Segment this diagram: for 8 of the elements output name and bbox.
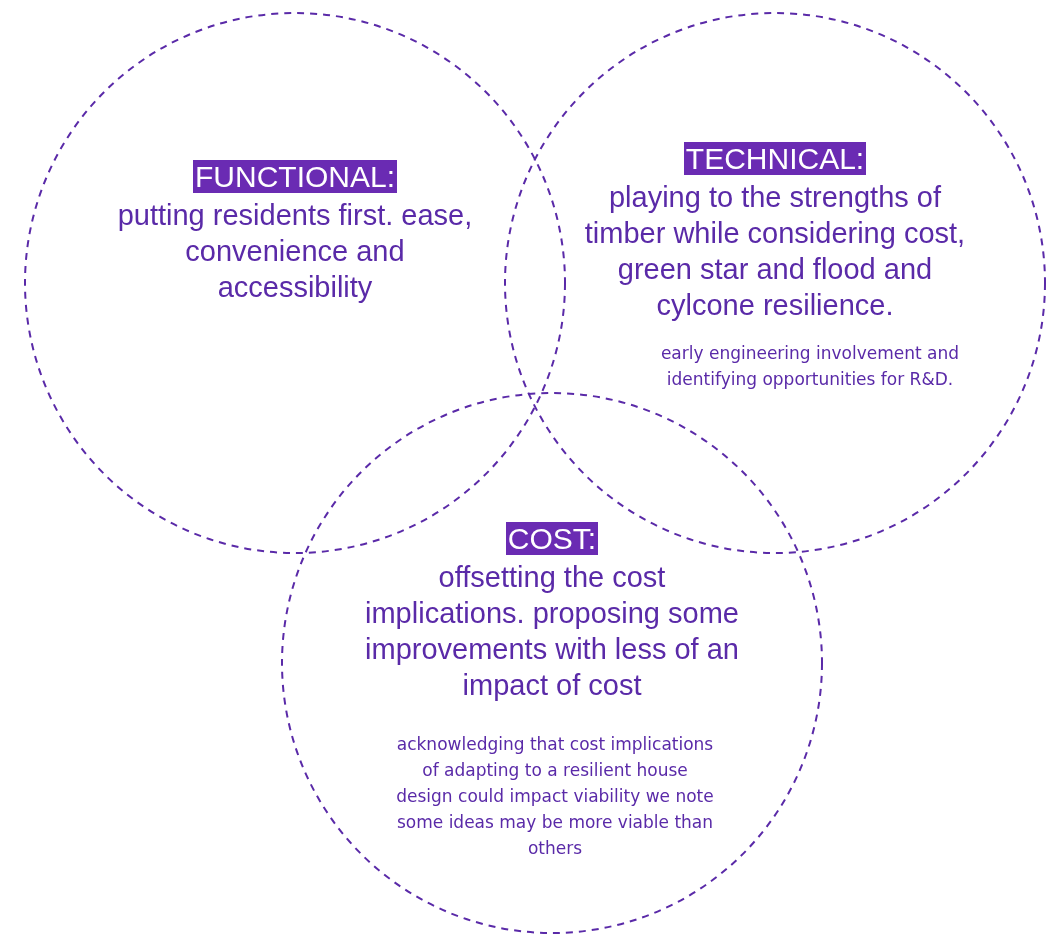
category-text: putting residents first. ease, convenience and accessibility (116, 198, 474, 305)
note-text: early engineering involvement and identifying opportunities for R&D. (659, 342, 961, 391)
note-text: acknowledging that cost implications of adapting to a resilient house design could impact viability we note some ideas may be more viable than others (395, 733, 715, 860)
category-heading: FUNCTIONAL: (193, 160, 397, 193)
category-heading: COST: (505, 522, 599, 555)
category-text: playing to the strengths of timber while considering cost, green star and flood and cylcone resilience. (583, 180, 967, 323)
category-heading: TECHNICAL: (683, 142, 867, 175)
category-text: offsetting the cost implications. proposing some improvements with less of an impact of cost (364, 560, 740, 703)
